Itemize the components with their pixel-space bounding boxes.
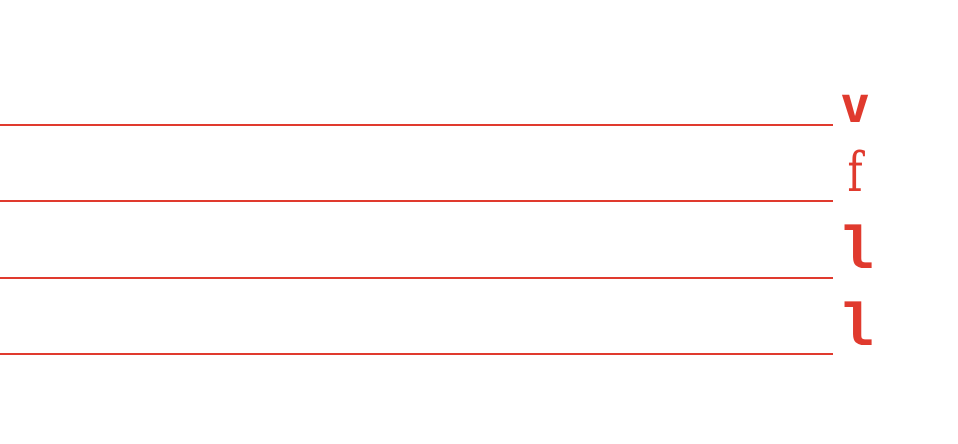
- glyph-v-bold-mono: v: [839, 76, 871, 134]
- glyph-f-thin-serif: f: [847, 141, 863, 204]
- glyph-l-bold-slab-2: l: [838, 296, 875, 364]
- baseline-rule-1: [0, 124, 833, 126]
- baseline-rule-4: [0, 353, 833, 355]
- glyph-l-bold-slab-1: l: [838, 219, 875, 287]
- baseline-rule-2: [0, 200, 833, 202]
- baseline-rule-3: [0, 277, 833, 279]
